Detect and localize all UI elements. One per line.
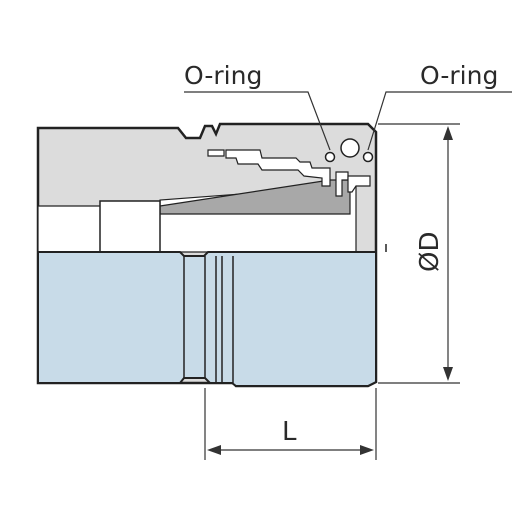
tool-shaft — [37, 251, 377, 387]
length-arrow-left — [207, 445, 221, 455]
ball-bearing — [340, 138, 360, 158]
clamp-block — [99, 200, 161, 253]
oring-right-seal — [362, 151, 374, 163]
oring-left-leader — [184, 91, 331, 151]
length-label: L — [282, 417, 297, 447]
oring-left-seal — [324, 151, 336, 163]
diameter-label: ØD — [415, 232, 445, 273]
oring-left-label: O-ring — [184, 61, 262, 90]
inner-notch — [207, 149, 225, 157]
seal-lip — [347, 175, 371, 193]
diameter-arrow-bottom — [443, 367, 453, 381]
inner-mechanism — [225, 149, 331, 187]
diameter-arrow-top — [443, 126, 453, 140]
oring-right-leader — [367, 91, 512, 151]
seal-housing — [335, 171, 349, 197]
length-arrow-right — [360, 445, 374, 455]
oring-right-label: O-ring — [420, 61, 498, 90]
